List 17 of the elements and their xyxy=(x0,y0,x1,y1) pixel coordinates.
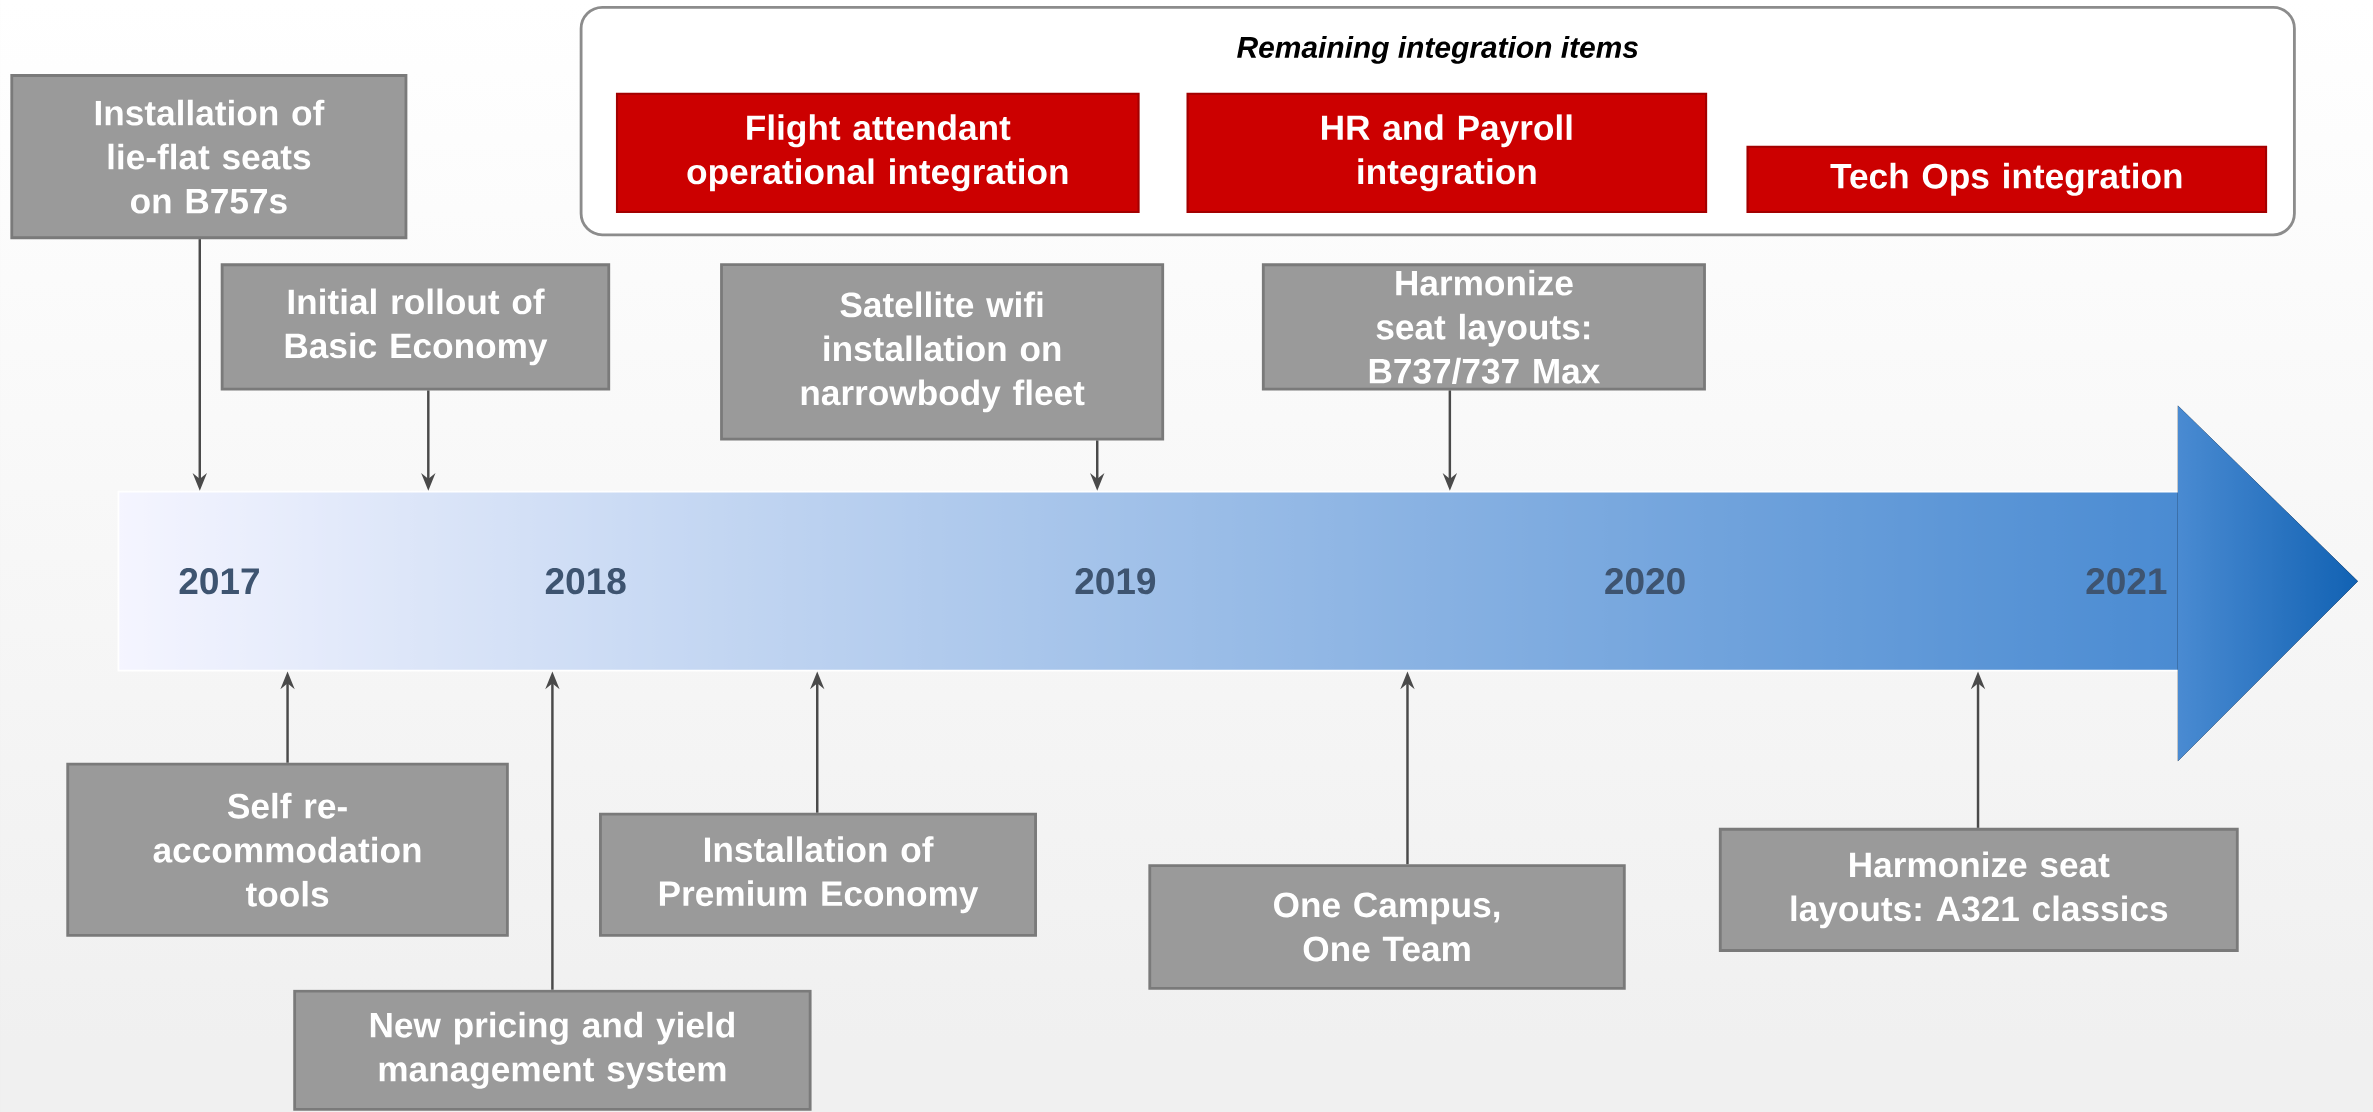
milestone-box: New pricing and yield management system xyxy=(293,989,812,1111)
milestone-box: Satellite wifi installation on narrowbody fleet xyxy=(720,263,1165,441)
milestone-box: Harmonize seat layouts: A321 classics xyxy=(1718,827,2239,952)
year-label: 2018 xyxy=(545,567,626,595)
year-label: 2020 xyxy=(1605,567,1685,595)
milestone-box: Installation of Premium Economy xyxy=(599,812,1037,937)
integration-box: Tech Ops integration xyxy=(1746,145,2268,213)
year-label: 2017 xyxy=(179,567,259,595)
milestone-box: Harmonize seat layouts: B737/737 Max xyxy=(1261,263,1706,391)
milestone-box: Self re-accommodation tools xyxy=(66,762,509,937)
year-label: 2019 xyxy=(1075,567,1156,595)
year-label: 2021 xyxy=(2086,567,2167,595)
milestone-box: Installation of lie-flat seats on B757s xyxy=(10,73,408,239)
milestone-box: Initial rollout of Basic Economy xyxy=(220,263,611,391)
integration-box: HR and Payroll integration xyxy=(1186,92,1708,213)
integration-box: Flight attendant operational integration xyxy=(615,92,1140,213)
milestone-box: One Campus, One Team xyxy=(1148,864,1626,990)
